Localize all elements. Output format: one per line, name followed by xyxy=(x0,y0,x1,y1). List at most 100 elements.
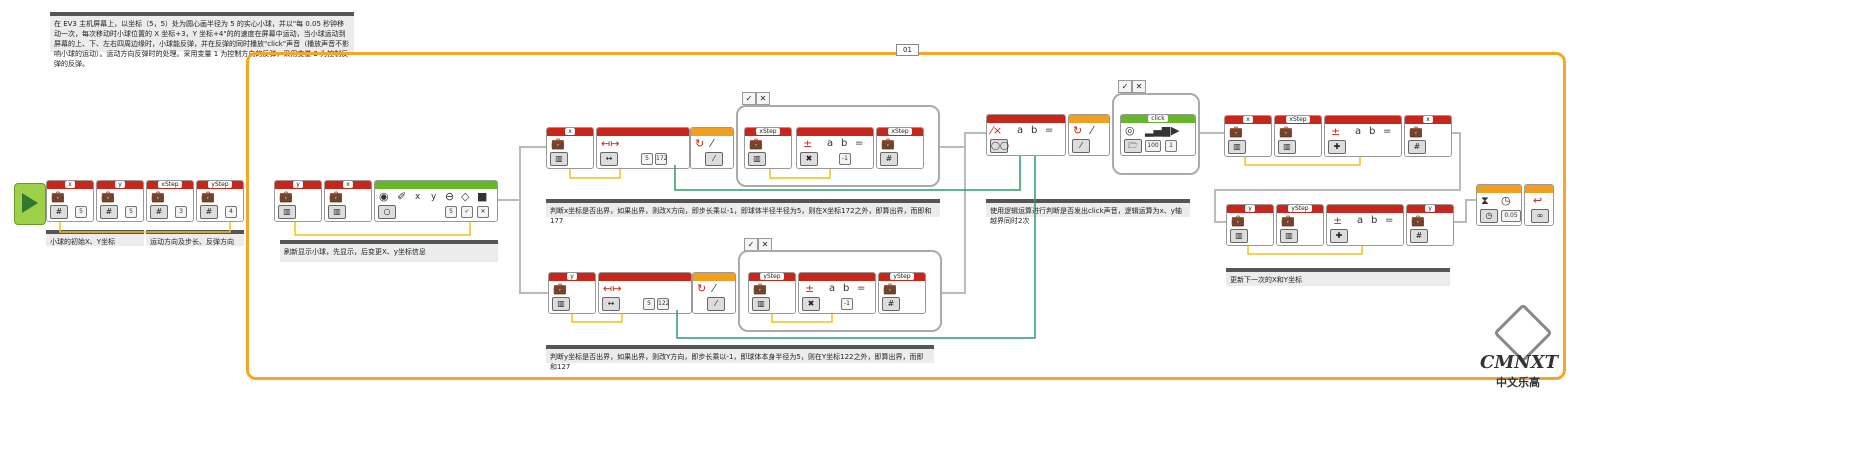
mode-logic[interactable]: ⁄ xyxy=(705,152,723,166)
mode-logic[interactable]: ⁄ xyxy=(707,297,725,311)
mode-write-numeric[interactable]: # xyxy=(1410,229,1428,243)
mode-read-numeric[interactable]: ▥ xyxy=(1230,229,1248,243)
mode-read-numeric[interactable]: ▥ xyxy=(552,297,570,311)
math-block-y-multiply[interactable]: ± a b = ✖ -1 xyxy=(798,272,876,314)
a-label: a xyxy=(1017,125,1024,136)
mode-or[interactable]: ◯◯ xyxy=(990,139,1009,153)
mode-add[interactable]: ✚ xyxy=(1328,140,1346,154)
mode-outside[interactable]: ↔ xyxy=(602,297,620,311)
mode-write-numeric[interactable]: # xyxy=(200,205,218,219)
mode-write-numeric[interactable]: # xyxy=(100,205,118,219)
lower-bound-port[interactable]: 5 xyxy=(643,298,655,310)
variable-block-x-read[interactable]: x 💼 ▥ xyxy=(324,180,372,222)
wait-block[interactable]: ⧗ ◷ ◷ 0.05 xyxy=(1476,184,1522,226)
variable-block-xstep-write[interactable]: xStep 💼 # xyxy=(876,127,924,169)
b-port[interactable]: -1 xyxy=(841,298,853,310)
seconds-port[interactable]: 0.05 xyxy=(1501,210,1521,222)
value-port[interactable]: 4 xyxy=(225,206,237,218)
logic-block-or[interactable]: ⁄× a b = ◯◯ xyxy=(986,114,1066,156)
mode-read-numeric[interactable]: ▥ xyxy=(328,205,346,219)
math-block-x-add[interactable]: ± a b = ✚ xyxy=(1324,115,1402,157)
range-block-x[interactable]: ↤↦ 5 172 ↔ xyxy=(596,127,690,169)
variable-block-ystep-init[interactable]: yStep 💼 # 4 xyxy=(196,180,244,222)
mode-multiply[interactable]: ✖ xyxy=(800,152,818,166)
variable-block-y-check[interactable]: y 💼 ▥ xyxy=(548,272,596,314)
volume-port[interactable]: 100 xyxy=(1145,140,1161,152)
play-icon xyxy=(22,193,38,213)
display-icon: ◉ xyxy=(379,190,389,203)
lower-bound-port[interactable]: 5 xyxy=(641,153,653,165)
mode-read-numeric[interactable]: ▥ xyxy=(278,205,296,219)
mode-write-numeric[interactable]: # xyxy=(882,297,900,311)
briefcase-icon: 💼 xyxy=(883,282,897,295)
mode-read-numeric[interactable]: ▥ xyxy=(748,152,766,166)
range-block-y[interactable]: ↤↦ 5 122 ↔ xyxy=(598,272,692,314)
upper-bound-port[interactable]: 172 xyxy=(655,153,667,165)
switch-true-tab[interactable]: ✓ xyxy=(742,92,756,105)
play-type-port[interactable]: 1 xyxy=(1165,140,1177,152)
value-port[interactable]: 5 xyxy=(75,206,87,218)
mode-add[interactable]: ✚ xyxy=(1330,229,1348,243)
mode-circle[interactable]: ○ xyxy=(378,205,396,219)
b-port[interactable]: -1 xyxy=(839,153,851,165)
variable-block-xstep-read[interactable]: xStep 💼 ▥ xyxy=(744,127,792,169)
variable-block-x-upd-write[interactable]: x 💼 # xyxy=(1404,115,1452,157)
variable-block-xstep-init[interactable]: xStep 💼 # 3 xyxy=(146,180,194,222)
mode-read-numeric[interactable]: ▥ xyxy=(550,152,568,166)
radius-port[interactable]: 5 xyxy=(445,206,457,218)
switch-block-x[interactable]: ↻ ⁄ ⁄ xyxy=(690,127,734,169)
variable-block-x-upd-read[interactable]: x 💼 ▥ xyxy=(1224,115,1272,157)
start-block[interactable] xyxy=(14,183,46,225)
fill-port[interactable]: ✓ xyxy=(461,206,473,218)
switch-false-tab[interactable]: ✕ xyxy=(758,238,772,251)
math-icon: ± xyxy=(1331,125,1341,138)
logo-subtext: 中文乐高 xyxy=(1496,376,1540,389)
variable-block-ystep-write[interactable]: yStep 💼 # xyxy=(878,272,926,314)
mode-read-numeric[interactable]: ▥ xyxy=(1278,140,1296,154)
variable-block-y-read[interactable]: y 💼 ▥ xyxy=(274,180,322,222)
variable-block-x-check[interactable]: x 💼 ▥ xyxy=(546,127,594,169)
mode-read-numeric[interactable]: ▥ xyxy=(752,297,770,311)
sound-block[interactable]: click ◎ ▂▄▆ ▶ 🗁 100 1 xyxy=(1120,114,1196,156)
math-block-x-multiply[interactable]: ± a b = ✖ -1 xyxy=(796,127,874,169)
mode-write-numeric[interactable]: # xyxy=(1408,140,1426,154)
math-block-y-add[interactable]: ± a b = ✚ xyxy=(1326,204,1404,246)
mode-write-numeric[interactable]: # xyxy=(150,205,168,219)
mode-outside[interactable]: ↔ xyxy=(600,152,618,166)
variable-block-x-init[interactable]: x 💼 # 5 xyxy=(46,180,94,222)
loop-label[interactable]: 01 xyxy=(896,44,919,56)
value-port[interactable]: 5 xyxy=(125,206,137,218)
switch-false-tab[interactable]: ✕ xyxy=(1132,80,1146,93)
briefcase-icon: 💼 xyxy=(1231,214,1245,227)
cmnxt-logo: CMNXT 中文乐高 xyxy=(1478,303,1566,458)
mode-read-numeric[interactable]: ▥ xyxy=(1228,140,1246,154)
y-check-comment: 判断y坐标是否出界，如果出界，则改Y方向，即步长乘以-1，即球体本身半径为5，则… xyxy=(546,345,934,371)
color-port[interactable]: ✕ xyxy=(477,206,489,218)
mode-play-file[interactable]: 🗁 xyxy=(1124,139,1142,153)
switch-block-y[interactable]: ↻ ⁄ ⁄ xyxy=(692,272,736,314)
mode-unlimited[interactable]: ∞ xyxy=(1531,209,1549,223)
display-block[interactable]: ◉ ✐ x y ⊖ ◇ ■ ○ 5 ✓ ✕ xyxy=(374,180,498,222)
mode-time[interactable]: ◷ xyxy=(1480,209,1498,223)
variable-block-y-upd-read[interactable]: y 💼 ▥ xyxy=(1226,204,1274,246)
variable-block-xstep-upd-read[interactable]: xStep 💼 ▥ xyxy=(1274,115,1322,157)
mode-write-numeric[interactable]: # xyxy=(880,152,898,166)
equals-label: = xyxy=(1385,215,1394,226)
mode-read-numeric[interactable]: ▥ xyxy=(1280,229,1298,243)
mode-multiply[interactable]: ✖ xyxy=(802,297,820,311)
variable-block-ystep-read[interactable]: yStep 💼 ▥ xyxy=(748,272,796,314)
variable-block-y-upd-write[interactable]: y 💼 # xyxy=(1406,204,1454,246)
upper-bound-port[interactable]: 122 xyxy=(657,298,669,310)
speaker-icon: ◎ xyxy=(1125,124,1135,137)
variable-block-ystep-upd-read[interactable]: yStep 💼 ▥ xyxy=(1276,204,1324,246)
switch-false-tab[interactable]: ✕ xyxy=(756,92,770,105)
loop-end-block[interactable]: ↩ ∞ xyxy=(1524,184,1554,226)
variable-block-y-init[interactable]: y 💼 # 5 xyxy=(96,180,144,222)
mode-logic[interactable]: ⁄ xyxy=(1072,139,1090,153)
value-port[interactable]: 3 xyxy=(175,206,187,218)
math-icon: ± xyxy=(1333,214,1343,227)
switch-true-tab[interactable]: ✓ xyxy=(1118,80,1132,93)
mode-write-numeric[interactable]: # xyxy=(50,205,68,219)
switch-block-sound[interactable]: ↻ ⁄ ⁄ xyxy=(1068,114,1110,156)
